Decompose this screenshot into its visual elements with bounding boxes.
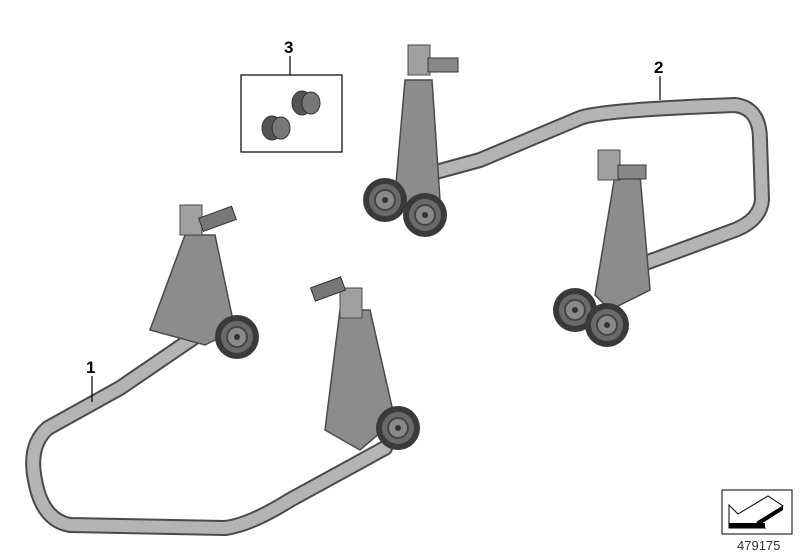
rear-stand-wheel bbox=[584, 302, 630, 348]
front-stand-wheel bbox=[214, 314, 260, 360]
callout-3: 3 bbox=[284, 38, 294, 57]
arrow-pointing-down-left-icon bbox=[721, 489, 793, 535]
reference-number: 479175 bbox=[737, 538, 781, 553]
callout-1: 1 bbox=[86, 358, 96, 377]
rear-stand-wheel bbox=[402, 192, 448, 238]
front-stand-wheel bbox=[375, 405, 421, 451]
callout-2: 2 bbox=[654, 58, 664, 77]
rear-stand-wheel bbox=[362, 177, 408, 223]
rear-stand bbox=[362, 44, 770, 348]
rubber-pads bbox=[240, 74, 343, 153]
front-stand bbox=[25, 204, 421, 536]
